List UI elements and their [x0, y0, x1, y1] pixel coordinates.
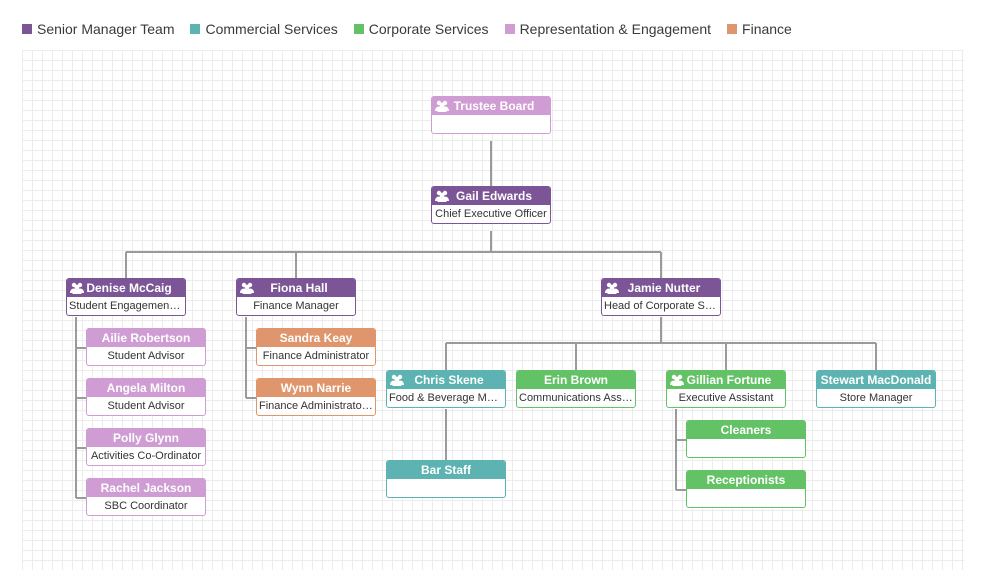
node-bar-staff[interactable]: Bar Staff — [386, 460, 506, 498]
node-header: Erin Brown — [517, 371, 635, 389]
legend-label: Commercial Services — [205, 21, 338, 37]
legend-item-corporate-services[interactable]: Corporate Services — [353, 21, 489, 37]
node-role — [432, 115, 550, 133]
node-gillian-fortune[interactable]: Gillian Fortune Executive Assistant — [666, 370, 786, 408]
legend-label: Representation & Engagement — [519, 21, 712, 37]
people-group-icon — [390, 374, 404, 386]
node-role: SBC Coordinator — [104, 500, 188, 512]
node-name: Polly Glynn — [112, 431, 179, 445]
node-role: Finance Administrator — [262, 350, 370, 362]
node-role: Executive Assistant — [678, 392, 774, 404]
node-name: Wynn Narrie — [280, 381, 352, 395]
node-role: Chief Executive Officer — [435, 208, 547, 220]
people-group-icon — [70, 282, 84, 294]
node-role: Food & Beverage Man... — [389, 392, 505, 404]
node-role — [387, 479, 505, 497]
node-chris-skene[interactable]: Chris Skene Food & Beverage Man... — [386, 370, 506, 408]
node-header: Sandra Keay — [257, 329, 375, 347]
legend-item-senior-manager-team[interactable]: Senior Manager Team — [22, 21, 174, 37]
node-name: Rachel Jackson — [100, 481, 192, 495]
node-erin-brown[interactable]: Erin Brown Communications Assis... — [516, 370, 636, 408]
node-ailie-robertson[interactable]: Ailie Robertson Student Advisor — [86, 328, 206, 366]
node-header: Chris Skene — [387, 371, 505, 389]
node-name: Ailie Robertson — [101, 331, 191, 345]
node-name: Bar Staff — [420, 463, 471, 477]
node-header: Wynn Narrie — [257, 379, 375, 397]
legend-item-commercial-services[interactable]: Commercial Services — [190, 21, 338, 37]
node-role: Finance Administrator ... — [259, 400, 375, 412]
node-polly-glynn[interactable]: Polly Glynn Activities Co-Ordinator — [86, 428, 206, 466]
node-fiona-hall[interactable]: Fiona Hall Finance Manager — [236, 278, 356, 316]
node-role: Student Advisor — [107, 350, 185, 362]
node-header: Rachel Jackson — [87, 479, 205, 497]
node-cleaners[interactable]: Cleaners — [686, 420, 806, 458]
node-name: Denise McCaig — [86, 281, 172, 295]
node-role: Student Advisor — [107, 400, 185, 412]
people-group-icon — [605, 282, 619, 294]
node-trustee-board[interactable]: Trustee Board — [431, 96, 551, 134]
node-role: Communications Assis... — [519, 392, 635, 404]
node-role — [687, 439, 805, 457]
legend-label: Finance — [742, 21, 792, 37]
legend-swatch — [504, 24, 515, 34]
node-header: Stewart MacDonald — [817, 371, 935, 389]
node-name: Sandra Keay — [279, 331, 353, 345]
node-role: Finance Manager — [253, 300, 339, 312]
node-header: Cleaners — [687, 421, 805, 439]
node-header: Receptionists — [687, 471, 805, 489]
node-angela-milton[interactable]: Angela Milton Student Advisor — [86, 378, 206, 416]
legend-label: Senior Manager Team — [37, 21, 175, 37]
node-name: Receptionists — [706, 473, 786, 487]
people-group-icon — [435, 190, 449, 202]
node-name: Jamie Nutter — [627, 281, 701, 295]
node-wynn-narrie[interactable]: Wynn Narrie Finance Administrator ... — [256, 378, 376, 416]
node-name: Chris Skene — [414, 373, 484, 387]
node-jamie-nutter[interactable]: Jamie Nutter Head of Corporate Ser... — [601, 278, 721, 316]
legend-label: Corporate Services — [368, 21, 489, 37]
node-role: Student Engagement ... — [69, 300, 185, 312]
node-name: Cleaners — [720, 423, 772, 437]
people-group-icon — [240, 282, 254, 294]
node-name: Gail Edwards — [455, 189, 533, 203]
legend-swatch — [727, 24, 738, 34]
node-role: Head of Corporate Ser... — [604, 300, 720, 312]
node-header: Polly Glynn — [87, 429, 205, 447]
people-group-icon — [435, 100, 449, 112]
node-header: Ailie Robertson — [87, 329, 205, 347]
node-header: Gillian Fortune — [667, 371, 785, 389]
legend-swatch — [22, 24, 32, 34]
node-name: Trustee Board — [453, 99, 535, 113]
legend-item-representation-engagement[interactable]: Representation & Engagement — [504, 21, 712, 37]
legend-item-finance[interactable]: Finance — [727, 21, 792, 37]
node-stewart-macdonald[interactable]: Stewart MacDonald Store Manager — [816, 370, 936, 408]
legend-swatch — [190, 24, 201, 34]
node-name: Angela Milton — [106, 381, 186, 395]
node-header: Trustee Board — [432, 97, 550, 115]
node-header: Gail Edwards — [432, 187, 550, 205]
node-denise-mccaig[interactable]: Denise McCaig Student Engagement ... — [66, 278, 186, 316]
people-group-icon — [670, 374, 684, 386]
node-role: Store Manager — [839, 392, 913, 404]
legend: Senior Manager Team Commercial Services … — [22, 20, 808, 38]
node-receptionists[interactable]: Receptionists — [686, 470, 806, 508]
legend-swatch — [353, 24, 364, 34]
node-header: Denise McCaig — [67, 279, 185, 297]
node-name: Gillian Fortune — [686, 373, 772, 387]
node-header: Fiona Hall — [237, 279, 355, 297]
node-name: Stewart MacDonald — [820, 373, 932, 387]
node-role — [687, 489, 805, 507]
node-header: Jamie Nutter — [602, 279, 720, 297]
node-name: Fiona Hall — [270, 281, 328, 295]
node-rachel-jackson[interactable]: Rachel Jackson SBC Coordinator — [86, 478, 206, 516]
node-name: Erin Brown — [543, 373, 608, 387]
node-role: Activities Co-Ordinator — [90, 450, 202, 462]
node-header: Bar Staff — [387, 461, 505, 479]
node-sandra-keay[interactable]: Sandra Keay Finance Administrator — [256, 328, 376, 366]
node-gail-edwards[interactable]: Gail Edwards Chief Executive Officer — [431, 186, 551, 224]
node-header: Angela Milton — [87, 379, 205, 397]
